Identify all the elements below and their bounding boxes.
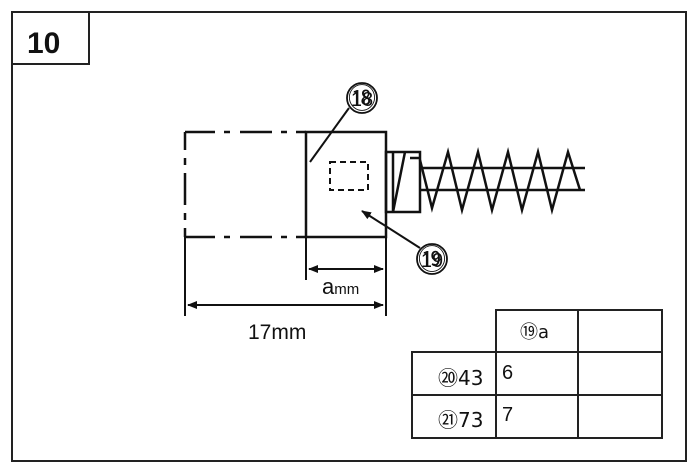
spec-table-grid xyxy=(411,309,663,439)
callout-18: ⑱ xyxy=(348,82,376,115)
dimension-a-label: amm xyxy=(322,274,359,299)
brush-outline-dashdot xyxy=(183,130,306,239)
callout-19: ⑲ xyxy=(418,243,446,276)
callout-19-num: 19 xyxy=(421,250,443,272)
figure-number-tab xyxy=(11,11,90,65)
callout-18-num: 18 xyxy=(351,89,373,111)
leader-19 xyxy=(361,210,421,249)
spring-cap xyxy=(384,150,422,214)
figure-number: 10 xyxy=(27,27,60,60)
dimension-17-label: 17mm xyxy=(248,321,306,344)
brush-wear-slot xyxy=(329,161,369,191)
dimension-extension-lines xyxy=(184,237,387,316)
callout-19-circle xyxy=(416,243,448,275)
callout-18-circle xyxy=(346,82,378,114)
leader-18 xyxy=(309,107,350,163)
brush-solid-section xyxy=(304,130,388,239)
spring-coil xyxy=(418,147,585,215)
